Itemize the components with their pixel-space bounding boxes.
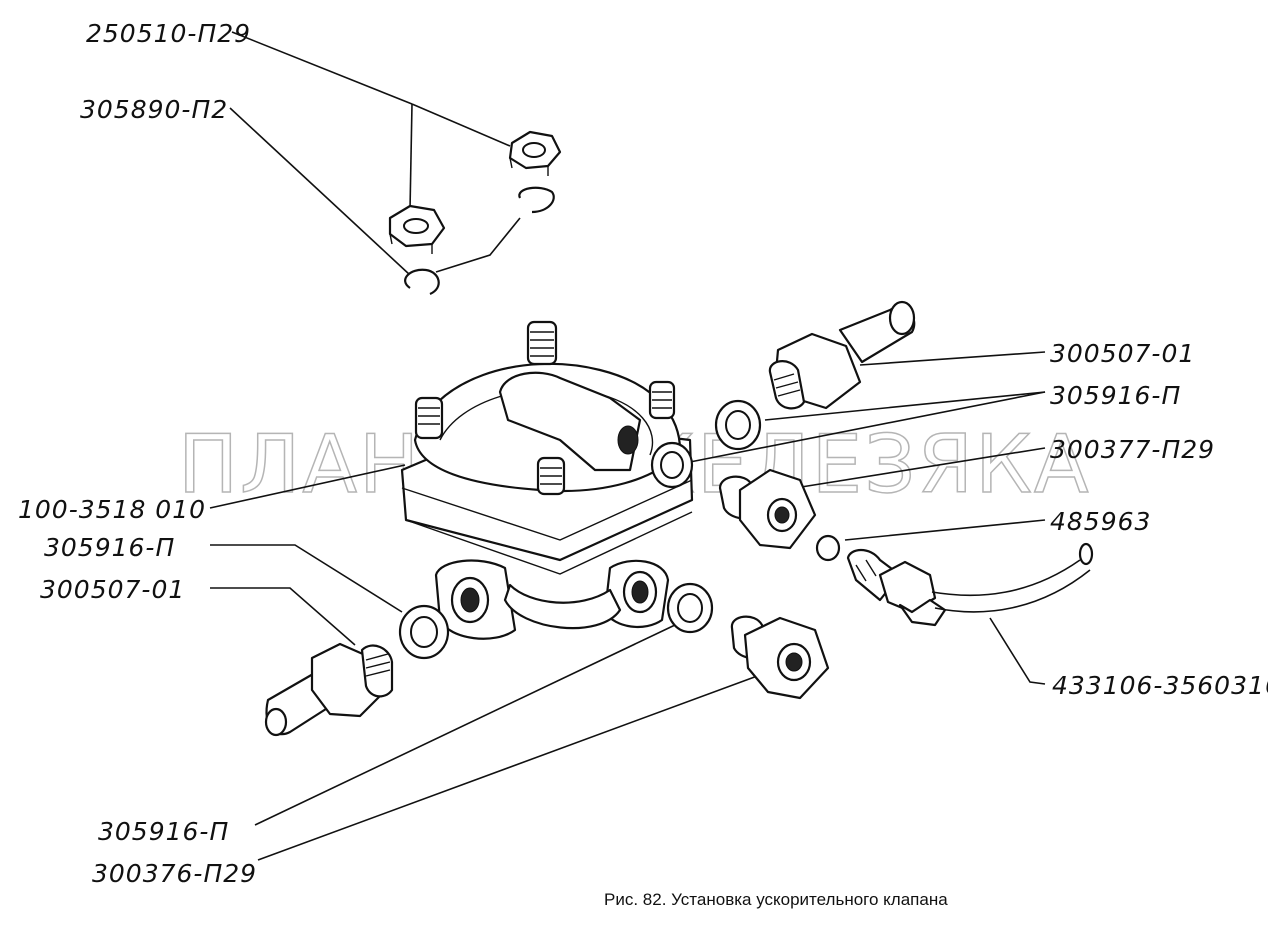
- label-433106: 433106-3560316: [1052, 671, 1268, 700]
- fitting-300377: [718, 468, 817, 550]
- washer-right-top: [714, 399, 762, 451]
- label-485963: 485963: [1050, 507, 1151, 536]
- nut-top-right: [508, 130, 562, 176]
- washer-left: [398, 604, 450, 660]
- pipe-assembly: [846, 542, 1094, 627]
- label-305916-left: 305916-П: [44, 533, 175, 562]
- fitting-top-right: [768, 300, 916, 410]
- figure-caption: Рис. 82. Установка ускорительного клапан…: [604, 890, 948, 909]
- label-305890: 305890-П2: [80, 95, 228, 124]
- ring-485963: [815, 534, 841, 562]
- label-305916-bottom: 305916-П: [98, 817, 229, 846]
- label-250510: 250510-П29: [86, 19, 251, 48]
- nut-top-left: [388, 204, 446, 254]
- washer-bottom: [666, 582, 714, 634]
- label-300376: 300376-П29: [92, 859, 257, 888]
- fitting-left: [264, 642, 394, 737]
- label-300507-top: 300507-01: [1050, 339, 1195, 368]
- valve-body: [400, 320, 694, 640]
- leader-lines: [209, 31, 1046, 861]
- label-300507-left: 300507-01: [40, 575, 185, 604]
- washer-right-mid: [650, 441, 694, 489]
- label-305916-right: 305916-П: [1050, 381, 1181, 410]
- label-300377: 300377-П29: [1050, 435, 1215, 464]
- fitting-300376: [730, 615, 830, 700]
- washer-top-right: [518, 186, 555, 214]
- label-100-3518: 100-3518 010: [18, 495, 206, 524]
- washer-top-left: [404, 268, 440, 296]
